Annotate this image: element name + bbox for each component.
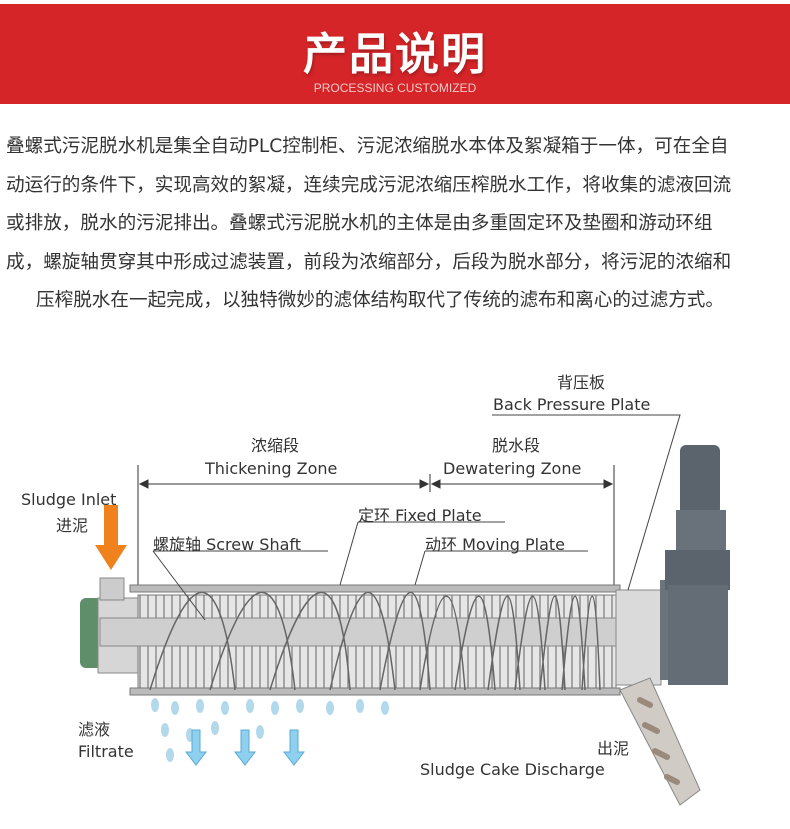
leader-lines xyxy=(152,414,681,621)
inlet-label-en: Sludge Inlet xyxy=(21,490,117,509)
dimension-lines xyxy=(137,465,615,590)
machine-body xyxy=(80,577,680,696)
description-line: 动运行的条件下，实现高效的絮凝，连续完成污泥浓缩压榨脱水工作，将收集的滤液回流 xyxy=(6,174,732,196)
thickening-label-cn: 浓缩段 xyxy=(251,436,300,455)
back-pressure-label-en: Back Pressure Plate xyxy=(493,395,651,414)
filtrate-drops xyxy=(151,698,389,762)
description-line: 或排放，脱水的污泥排出。叠螺式污泥脱水机的主体是由多重固定环及垫圈和游动环组 xyxy=(6,213,713,234)
discharge-label-cn: 出泥 xyxy=(597,739,630,758)
fixed-plate-label: 定环 Fixed Plate xyxy=(358,506,482,525)
discharge-label-en: Sludge Cake Discharge xyxy=(420,760,605,779)
back-pressure-label-cn: 背压板 xyxy=(557,373,606,392)
inlet-label-cn: 进泥 xyxy=(56,516,89,535)
thickening-label-en: Thickening Zone xyxy=(205,459,338,478)
description-line: 叠螺式污泥脱水机是集全自动PLC控制柜、污泥浓缩脱水本体及絮凝箱于一体，可在全自 xyxy=(6,136,729,157)
screw-shaft-label: 螺旋轴 Screw Shaft xyxy=(153,535,302,554)
header-banner: 产品说明 PROCESSING CUSTOMIZED xyxy=(0,4,790,104)
page-subtitle: PROCESSING CUSTOMIZED xyxy=(313,81,477,95)
description-line: 压榨脱水在一起完成，以独特微妙的滤体结构取代了传统的滤布和离心的过滤方式。 xyxy=(36,290,724,311)
inlet-arrow-icon xyxy=(95,505,127,570)
filtrate-arrow-icon xyxy=(184,729,306,766)
description-paragraph: 叠螺式污泥脱水机是集全自动PLC控制柜、污泥浓缩脱水本体及絮凝箱于一体，可在全自… xyxy=(6,128,786,321)
dewatering-label-cn: 脱水段 xyxy=(492,436,541,455)
motor-gearbox-icon xyxy=(665,445,730,685)
dewatering-label-en: Dewatering Zone xyxy=(443,459,582,478)
sludge-discharge-chute xyxy=(619,677,701,806)
page-title: 产品说明 xyxy=(303,29,487,80)
moving-plate-label: 动环 Moving Plate xyxy=(425,535,565,554)
description-line: 成，螺旋轴贯穿其中形成过滤装置，前段为浓缩部分，后段为脱水部分，将污泥的浓缩和 xyxy=(6,251,732,273)
filtrate-label-cn: 滤液 xyxy=(78,720,111,739)
filtrate-label-en: Filtrate xyxy=(78,742,134,761)
